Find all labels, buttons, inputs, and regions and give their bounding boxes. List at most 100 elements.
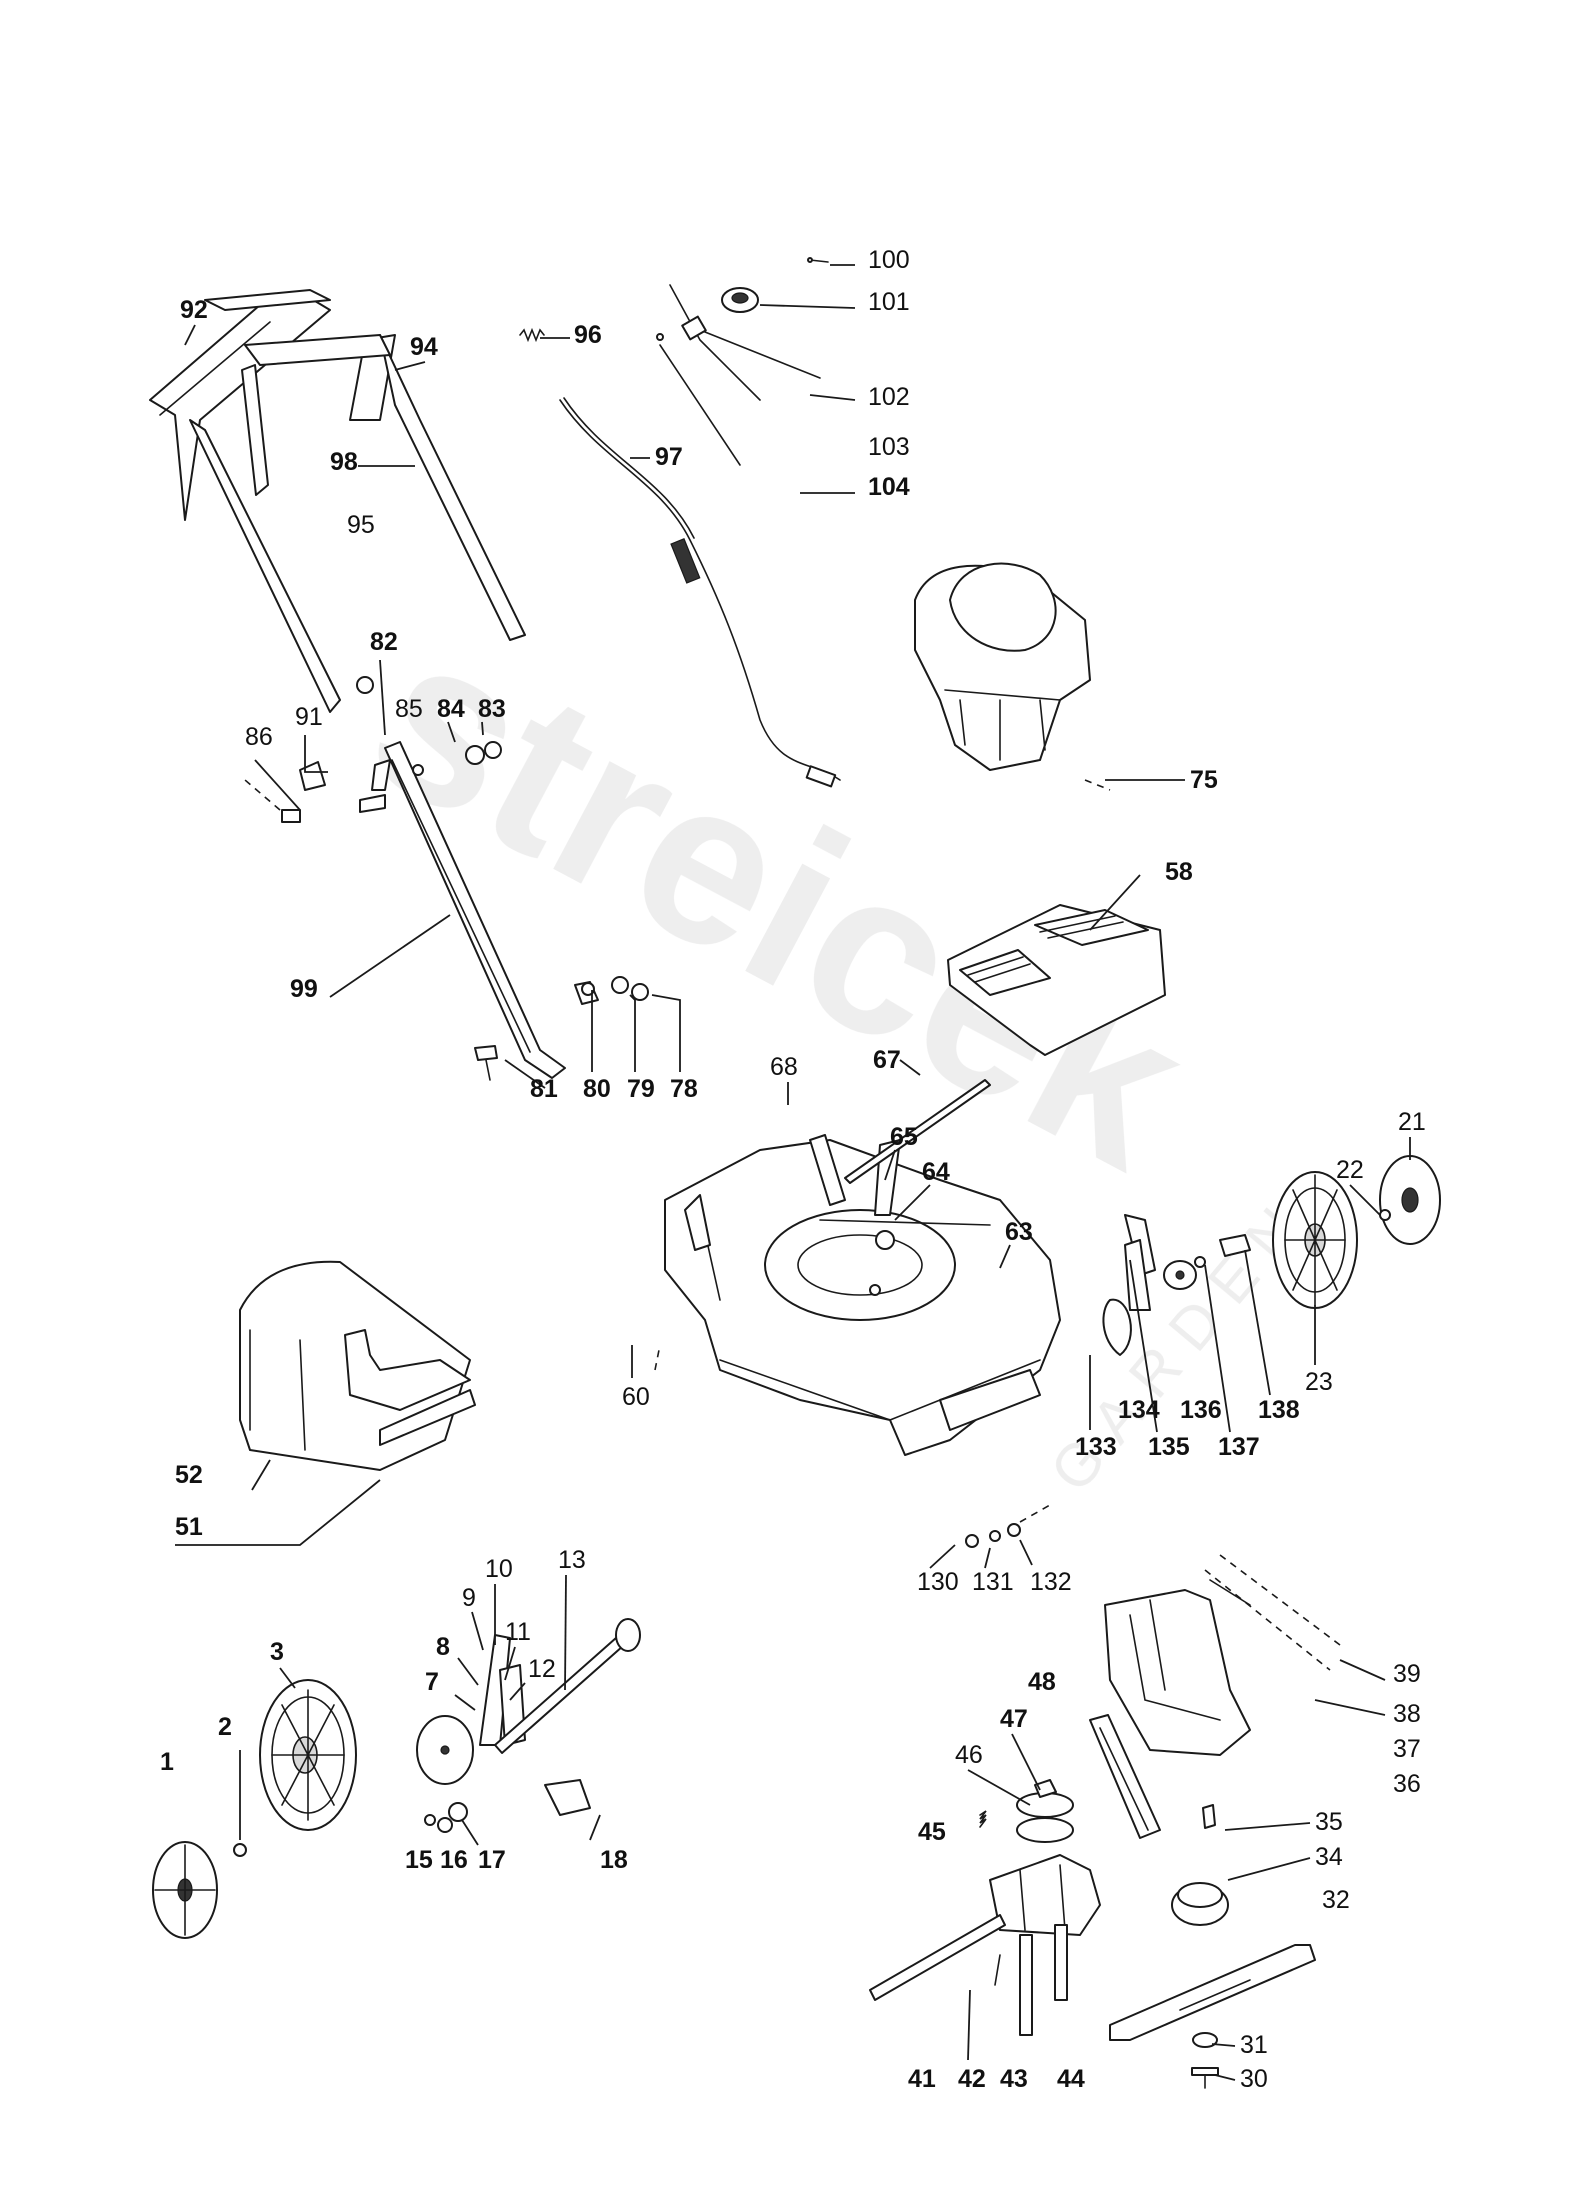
leader-line-18 — [589, 1814, 601, 1841]
callout-3: 3 — [270, 1638, 284, 1666]
callout-35: 35 — [1315, 1808, 1343, 1836]
callout-99: 99 — [290, 975, 318, 1003]
leader-line-131 — [984, 1547, 991, 1569]
callout-10: 10 — [485, 1555, 513, 1583]
callout-94: 94 — [410, 333, 438, 361]
leader-line-17 — [461, 1819, 479, 1846]
leader-line-58 — [1089, 874, 1141, 931]
leader-line-63 — [999, 1244, 1011, 1269]
leader-line-35 — [1224, 1822, 1311, 1831]
callout-39: 39 — [1393, 1660, 1421, 1688]
callout-64: 64 — [922, 1158, 950, 1186]
callout-82: 82 — [370, 628, 398, 656]
leader-line-83 — [481, 721, 484, 736]
callout-85: 85 — [395, 695, 423, 723]
callout-68: 68 — [770, 1053, 798, 1081]
leader-line-138 — [1244, 1249, 1271, 1396]
callout-103: 103 — [868, 433, 910, 461]
callout-130: 130 — [917, 1568, 959, 1596]
callout-102: 102 — [868, 383, 910, 411]
leader-line-34 — [1227, 1857, 1311, 1881]
callout-86: 86 — [245, 723, 273, 751]
leader-line-42 — [967, 1989, 971, 2061]
callout-101: 101 — [868, 288, 910, 316]
blade-housing — [1104, 1589, 1251, 1756]
callout-100: 100 — [868, 246, 910, 274]
callout-104: 104 — [868, 473, 910, 501]
callout-135: 135 — [1148, 1433, 1190, 1461]
leader-line-92 — [184, 324, 196, 346]
front-axle-assembly — [416, 1618, 641, 1833]
callout-34: 34 — [1315, 1843, 1343, 1871]
leader-line-51 — [175, 1479, 381, 1546]
leader-line-8 — [457, 1657, 479, 1686]
callout-41: 41 — [908, 2065, 936, 2093]
engine-cover — [947, 904, 1166, 1056]
leader-line-91 — [304, 735, 328, 773]
callout-98: 98 — [330, 448, 358, 476]
height-adjuster — [1102, 1214, 1251, 1356]
callout-63: 63 — [1005, 1218, 1033, 1246]
callout-18: 18 — [600, 1846, 628, 1874]
callout-137: 137 — [1218, 1433, 1260, 1461]
front-wheel — [152, 1679, 357, 1939]
leader-line-64 — [894, 1184, 931, 1221]
callout-22: 22 — [1336, 1156, 1364, 1184]
leader-line-86 — [254, 759, 301, 811]
leader-line-84 — [447, 721, 456, 743]
leader-line-82 — [379, 659, 386, 736]
leader-line-30 — [1214, 2074, 1236, 2081]
spring-96 — [519, 327, 545, 343]
callout-30: 30 — [1240, 2065, 1268, 2093]
leader-line-12 — [509, 1682, 526, 1701]
callout-133: 133 — [1075, 1433, 1117, 1461]
leader-line-102 — [809, 394, 856, 401]
leader-line-65 — [884, 1149, 896, 1181]
callout-17: 17 — [478, 1846, 506, 1874]
callout-36: 36 — [1393, 1770, 1421, 1798]
callout-83: 83 — [478, 695, 506, 723]
callout-8: 8 — [436, 1633, 450, 1661]
callout-51: 51 — [175, 1513, 203, 1541]
callout-31: 31 — [1240, 2031, 1268, 2059]
callout-79: 79 — [627, 1075, 655, 1103]
leader-line-67 — [899, 1059, 921, 1076]
deck-bolt-set — [965, 1504, 1341, 1671]
callout-48: 48 — [1028, 1668, 1056, 1696]
upper-handle — [149, 297, 526, 713]
callout-47: 47 — [1000, 1705, 1028, 1733]
callout-21: 21 — [1398, 1108, 1426, 1136]
callout-132: 132 — [1030, 1568, 1072, 1596]
lower-handle — [384, 741, 566, 1079]
callout-60: 60 — [622, 1383, 650, 1411]
callout-43: 43 — [1000, 2065, 1028, 2093]
callout-2: 2 — [218, 1713, 232, 1741]
throttle-lever — [656, 257, 829, 466]
callout-45: 45 — [918, 1818, 946, 1846]
leader-line-101 — [759, 304, 856, 309]
callout-138: 138 — [1258, 1396, 1300, 1424]
callout-15: 15 — [405, 1846, 433, 1874]
callout-136: 136 — [1180, 1396, 1222, 1424]
callout-52: 52 — [175, 1461, 203, 1489]
callout-11: 11 — [505, 1618, 531, 1646]
callout-1: 1 — [160, 1748, 174, 1776]
grass-bag — [239, 1260, 476, 1471]
callout-9: 9 — [462, 1584, 476, 1612]
callout-97: 97 — [655, 443, 683, 471]
drive-cable — [559, 397, 841, 788]
leader-line-46 — [967, 1769, 1031, 1806]
callout-32: 32 — [1322, 1886, 1350, 1914]
leader-line-11 — [504, 1646, 516, 1681]
leader-line-38 — [1314, 1699, 1386, 1716]
callout-46: 46 — [955, 1741, 983, 1769]
callout-12: 12 — [528, 1655, 556, 1683]
callout-67: 67 — [873, 1046, 901, 1074]
leader-line-31 — [1211, 2043, 1236, 2047]
callout-7: 7 — [425, 1668, 439, 1696]
callout-37: 37 — [1393, 1735, 1421, 1763]
leader-line-135 — [1129, 1259, 1158, 1433]
callout-91: 91 — [295, 703, 323, 731]
callout-92: 92 — [180, 296, 208, 324]
